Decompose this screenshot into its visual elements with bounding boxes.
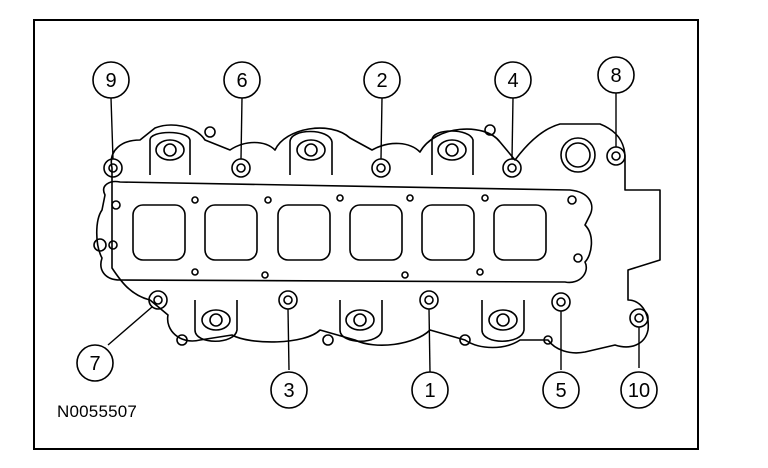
bolt-3 xyxy=(278,290,298,310)
callout-label-9: 9 xyxy=(105,70,116,92)
callout-circle-8 xyxy=(597,56,635,94)
callout-label-4: 4 xyxy=(507,70,518,92)
callout-circle-6 xyxy=(223,61,261,99)
diagram-frame xyxy=(33,19,699,450)
bolt-6 xyxy=(231,158,251,178)
port-4 xyxy=(349,204,403,261)
callout-label-2: 2 xyxy=(376,70,387,92)
port-1 xyxy=(132,204,186,261)
injector-lower-1 xyxy=(176,300,238,346)
callout-circle-1 xyxy=(411,371,449,409)
figure-id-label: N0055507 xyxy=(57,402,138,421)
callout-circle-9 xyxy=(92,61,130,99)
bolt-10 xyxy=(629,308,649,328)
callout-label-8: 8 xyxy=(610,65,621,87)
bolt-1 xyxy=(419,290,439,310)
injector-upper-1 xyxy=(149,126,216,175)
callout-circle-3 xyxy=(270,371,308,409)
callout-circle-2 xyxy=(363,61,401,99)
injector-lower-3 xyxy=(459,300,553,346)
sensor-boss xyxy=(560,137,596,173)
callout-circle-10 xyxy=(620,371,658,409)
bolt-4 xyxy=(502,158,522,178)
callout-label-7: 7 xyxy=(89,353,100,375)
injector-lower-2 xyxy=(322,300,383,346)
gasket-plate xyxy=(95,180,593,284)
port-5 xyxy=(421,204,475,261)
callout-label-5: 5 xyxy=(555,380,566,402)
injector-upper-2 xyxy=(289,130,333,175)
port-2 xyxy=(204,204,258,261)
callout-label-6: 6 xyxy=(236,70,247,92)
bolt-2 xyxy=(371,158,391,178)
bolt-7 xyxy=(148,290,168,310)
injector-upper-3 xyxy=(431,124,496,175)
port-3 xyxy=(277,204,331,261)
callout-label-3: 3 xyxy=(283,380,294,402)
callout-circle-7 xyxy=(76,344,114,382)
bolt-8 xyxy=(606,146,626,166)
bolt-9 xyxy=(103,158,123,178)
port-6 xyxy=(493,204,547,261)
manifold-body xyxy=(110,123,661,354)
callout-circle-4 xyxy=(494,61,532,99)
bolt-5 xyxy=(551,292,571,312)
callout-circle-5 xyxy=(542,371,580,409)
callout-label-1: 1 xyxy=(424,380,435,402)
callout-label-10: 10 xyxy=(628,380,650,402)
